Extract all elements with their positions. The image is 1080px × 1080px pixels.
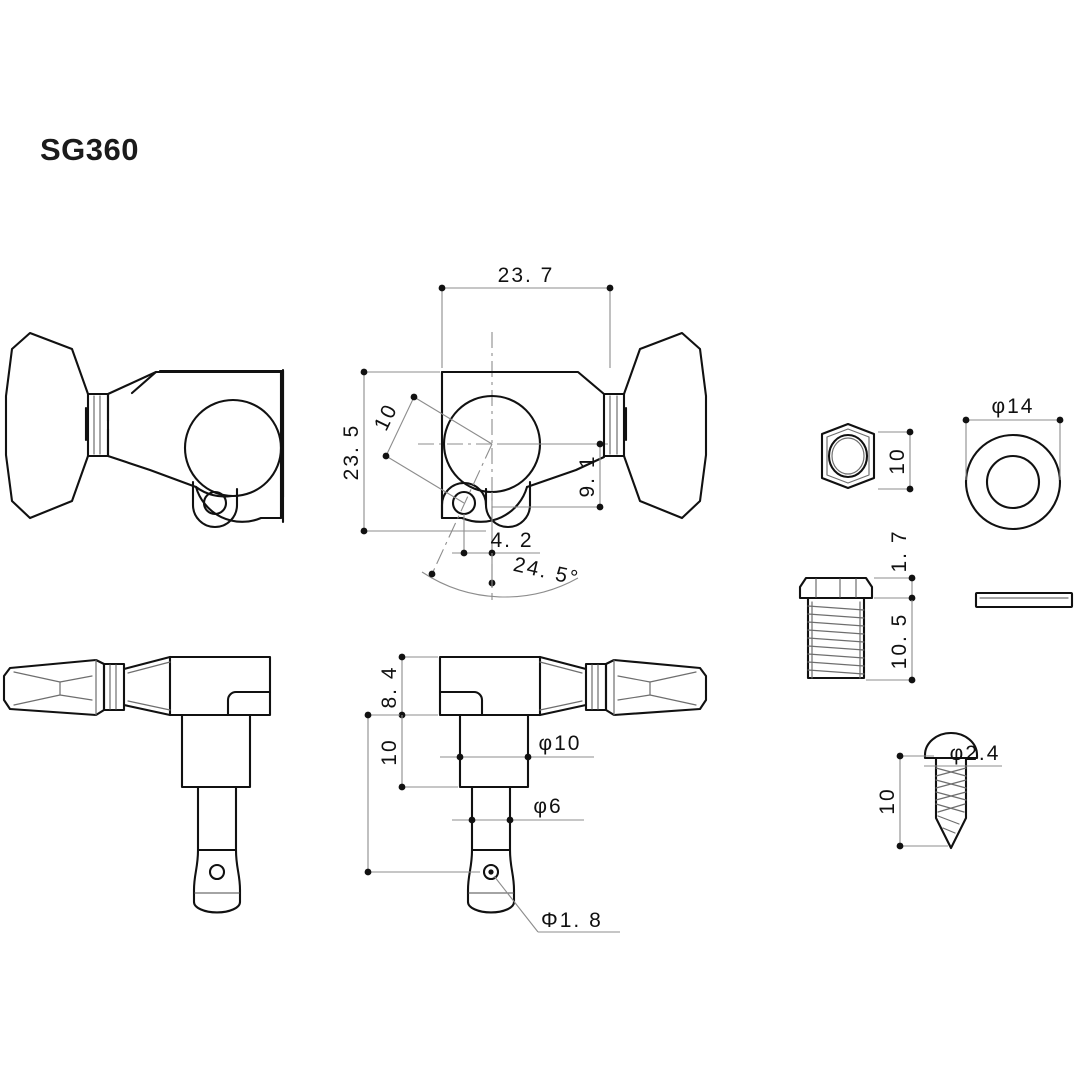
view-washer: φ14 xyxy=(962,395,1064,531)
dim-label-phi-2-4: φ2.4 xyxy=(950,742,1001,765)
dim-label-collar-10: 10 xyxy=(378,738,401,765)
dimension-washer-dia: φ14 xyxy=(962,395,1064,480)
dim-label-phi-10: φ10 xyxy=(539,732,582,755)
dimension-overall-width: 23. 7 xyxy=(438,264,614,368)
view-flat-washer-edge xyxy=(974,591,1074,609)
dimension-screw-length: 10 xyxy=(876,752,948,850)
dim-label-24-5-deg: 24. 5° xyxy=(511,553,582,591)
dimension-housing-height: 8. 4 xyxy=(378,653,438,719)
dimension-screw-dia: φ2.4 xyxy=(924,742,1002,767)
dimension-string-hole-dia: Φ1. 8 xyxy=(493,875,620,933)
washer-inner-circle xyxy=(985,454,1041,510)
thread-lines xyxy=(807,601,865,679)
dim-label-9-1: 9. 1 xyxy=(576,454,599,497)
dimension-overall-height: 23. 5 xyxy=(340,368,486,535)
dim-label-10-radius: 10 xyxy=(370,400,403,435)
dimension-bushing-flange: 1. 7 xyxy=(874,529,916,602)
view-mounting-screw: 10 φ2.4 xyxy=(876,731,1002,850)
dim-label-23-7: 23. 7 xyxy=(498,264,555,287)
dimension-screw-hole-offset: 4. 2 xyxy=(452,492,540,557)
dim-label-4-2: 4. 2 xyxy=(490,529,533,552)
screw-thread-lines xyxy=(935,767,967,834)
view-top-middle-tuner: 23. 7 23. 5 10 9. 1 xyxy=(340,264,708,600)
view-bottom-middle-tuner: 8. 4 10 φ10 φ6 xyxy=(364,653,708,933)
view-top-left-tuner xyxy=(4,331,285,529)
dim-label-nut-10: 10 xyxy=(886,447,909,474)
dim-label-23-5: 23. 5 xyxy=(340,424,363,481)
page-title: SG360 xyxy=(40,132,140,167)
dim-label-phi-1-8: Φ1. 8 xyxy=(541,909,603,932)
view-hex-nut: 10 xyxy=(820,422,914,493)
dim-label-phi-14: φ14 xyxy=(992,395,1035,418)
dim-label-1-7: 1. 7 xyxy=(888,529,911,572)
dimension-bushing-thread: 10. 5 xyxy=(866,600,916,684)
dimension-screw-hole-radius: 10 xyxy=(370,393,493,504)
dimension-screw-hole-angle: 24. 5° xyxy=(421,443,582,598)
dim-label-10-5: 10. 5 xyxy=(888,613,911,670)
dimension-collar-dia: φ10 xyxy=(440,732,594,761)
dim-label-screw-10: 10 xyxy=(876,787,899,814)
dimension-nut-across-flats: 10 xyxy=(878,428,914,493)
dim-label-8-4: 8. 4 xyxy=(378,665,401,708)
washer-outer-circle xyxy=(964,433,1062,531)
dimension-post-dia: φ6 xyxy=(452,795,584,824)
dimension-knob-center-offset: 9. 1 xyxy=(492,440,604,511)
view-threaded-bushing: 1. 7 10. 5 xyxy=(798,529,916,684)
dimension-outer-extension xyxy=(364,711,480,876)
dim-label-phi-6: φ6 xyxy=(533,795,562,818)
dimension-collar-height: 10 xyxy=(378,715,458,791)
view-bottom-left-tuner xyxy=(2,655,272,914)
